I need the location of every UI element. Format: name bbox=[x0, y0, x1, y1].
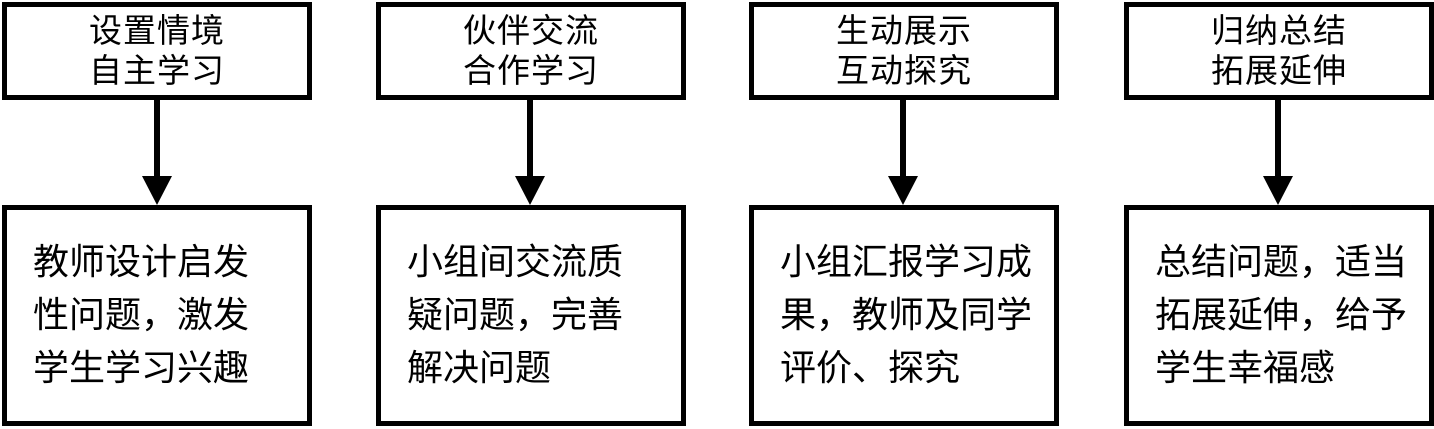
detail-box-1-lines: 教师设计启发 性问题，激发 学生学习兴趣 bbox=[7, 236, 257, 395]
down-arrow-icon-4 bbox=[1263, 100, 1293, 205]
detail-box-4-lines: 总结问题，适当 拓展延伸，给予 学生幸福感 bbox=[1129, 236, 1415, 395]
detail-box-2[interactable]: 小组间交流质 疑问题，完善 解决问题 bbox=[376, 205, 686, 426]
flow-column-2: 伙伴交流 合作学习 小组间交流质 疑问题，完善 解决问题 bbox=[376, 0, 686, 429]
phase-box-1[interactable]: 设置情境 自主学习 bbox=[2, 2, 312, 100]
arrow-head-3 bbox=[888, 176, 918, 205]
phase-box-4[interactable]: 归纳总结 拓展延伸 bbox=[1124, 2, 1434, 100]
arrow-shaft-2 bbox=[527, 100, 533, 178]
detail-box-2-line-3: 解决问题 bbox=[407, 348, 552, 389]
phase-box-3[interactable]: 生动展示 互动探究 bbox=[749, 2, 1059, 100]
detail-box-4-line-2: 拓展延伸，给予 bbox=[1155, 295, 1408, 336]
detail-box-2-line-1: 小组间交流质 bbox=[407, 242, 624, 283]
detail-box-3-line-2: 果，教师及同学 bbox=[780, 295, 1033, 336]
detail-box-3-line-1: 小组汇报学习成 bbox=[780, 242, 1033, 283]
detail-box-1-line-1: 教师设计启发 bbox=[33, 242, 250, 283]
detail-box-4[interactable]: 总结问题，适当 拓展延伸，给予 学生幸福感 bbox=[1124, 205, 1434, 426]
down-arrow-icon-2 bbox=[515, 100, 545, 205]
arrow-head-1 bbox=[142, 176, 172, 205]
down-arrow-icon-1 bbox=[142, 100, 172, 205]
arrow-shaft-1 bbox=[154, 100, 160, 178]
detail-box-4-line-3: 学生幸福感 bbox=[1155, 348, 1336, 389]
detail-box-3-line-3: 评价、探究 bbox=[780, 348, 961, 389]
detail-box-1-line-3: 学生学习兴趣 bbox=[33, 348, 250, 389]
phase-box-4-line-2: 拓展延伸 bbox=[1211, 51, 1347, 90]
flow-column-1: 设置情境 自主学习 教师设计启发 性问题，激发 学生学习兴趣 bbox=[2, 0, 312, 429]
detail-box-2-lines: 小组间交流质 疑问题，完善 解决问题 bbox=[381, 236, 631, 395]
flow-column-4: 归纳总结 拓展延伸 总结问题，适当 拓展延伸，给予 学生幸福感 bbox=[1124, 0, 1434, 429]
detail-box-4-line-1: 总结问题，适当 bbox=[1155, 242, 1408, 283]
flow-column-3: 生动展示 互动探究 小组汇报学习成 果，教师及同学 评价、探究 bbox=[749, 0, 1059, 429]
down-arrow-icon-3 bbox=[888, 100, 918, 205]
phase-box-3-line-1: 生动展示 bbox=[836, 11, 972, 50]
phase-box-1-line-1: 设置情境 bbox=[89, 11, 225, 50]
detail-box-1[interactable]: 教师设计启发 性问题，激发 学生学习兴趣 bbox=[2, 205, 312, 426]
phase-box-3-line-2: 互动探究 bbox=[836, 51, 972, 90]
detail-box-1-line-2: 性问题，激发 bbox=[33, 295, 250, 336]
phase-box-1-line-2: 自主学习 bbox=[89, 51, 225, 90]
arrow-head-2 bbox=[515, 176, 545, 205]
phase-box-2-line-2: 合作学习 bbox=[463, 51, 599, 90]
phase-box-2-line-1: 伙伴交流 bbox=[463, 11, 599, 50]
detail-box-3-lines: 小组汇报学习成 果，教师及同学 评价、探究 bbox=[754, 236, 1040, 395]
phase-box-2[interactable]: 伙伴交流 合作学习 bbox=[376, 2, 686, 100]
arrow-head-4 bbox=[1263, 176, 1293, 205]
detail-box-3[interactable]: 小组汇报学习成 果，教师及同学 评价、探究 bbox=[749, 205, 1059, 426]
detail-box-2-line-2: 疑问题，完善 bbox=[407, 295, 624, 336]
phase-box-4-line-1: 归纳总结 bbox=[1211, 11, 1347, 50]
arrow-shaft-4 bbox=[1275, 100, 1281, 178]
arrow-shaft-3 bbox=[900, 100, 906, 178]
